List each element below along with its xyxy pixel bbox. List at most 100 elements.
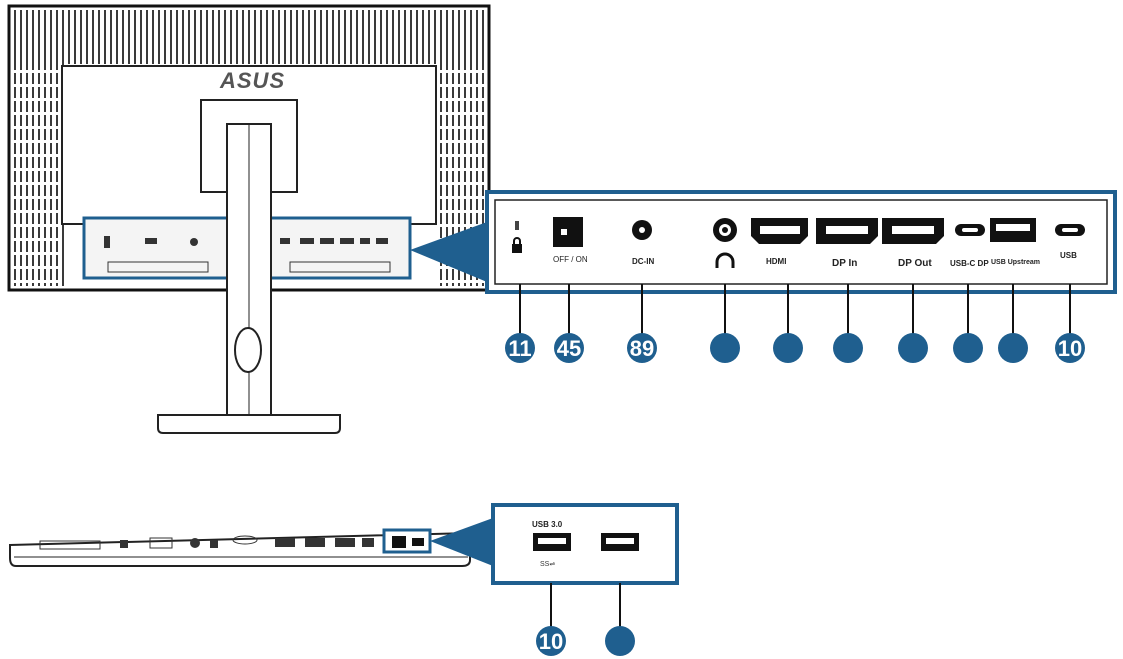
vent-gap — [14, 126, 60, 129]
vent-gap — [14, 196, 60, 199]
callout-bubble-power — [554, 333, 584, 363]
vent-slot — [146, 10, 148, 64]
vent-slot — [446, 10, 448, 286]
vent-slot — [134, 10, 136, 64]
vent-slot — [404, 10, 406, 64]
vent-slot — [428, 10, 430, 64]
vent-slot — [50, 10, 52, 286]
callout-bubble-lock — [505, 333, 535, 363]
vent-slot — [44, 10, 46, 286]
vent-gap — [14, 112, 60, 115]
vent-slot — [434, 10, 436, 64]
vent-slot — [200, 10, 202, 64]
vent-slot — [104, 10, 106, 64]
vent-slot — [182, 10, 184, 64]
earphone-jack-port — [713, 218, 737, 268]
vent-slot — [410, 10, 412, 64]
vent-slot — [458, 10, 460, 286]
vent-slot — [386, 10, 388, 64]
vent-slot — [350, 10, 352, 64]
callout-bubble-dp-in — [833, 333, 863, 363]
vent-slot — [326, 10, 328, 64]
vent-gap — [14, 280, 60, 283]
dc-in-port: DC-IN — [632, 220, 654, 266]
vent-slot — [368, 10, 370, 64]
vent-slot — [392, 10, 394, 64]
back-port-glyphs — [104, 236, 391, 273]
callout-bubble-dp-out — [898, 333, 928, 363]
vent-gap — [438, 182, 486, 185]
usb-type-c-label: USB-C DP — [950, 259, 989, 268]
vent-slot — [206, 10, 208, 64]
vent-gap — [14, 238, 60, 241]
vent-slot — [56, 10, 58, 286]
callout-number-dc-in: 89 — [630, 336, 654, 361]
vent-slot — [470, 10, 472, 286]
vent-slot — [464, 10, 466, 286]
usb-upstream-port: USB Upstream — [990, 218, 1040, 266]
callout-number-power: 45 — [557, 336, 581, 361]
vent-gap — [438, 224, 486, 227]
vent-gap — [14, 182, 60, 185]
vent-gap — [14, 140, 60, 143]
vent-slot — [26, 10, 28, 286]
monitor-back-view: ASUS — [7, 4, 491, 434]
vent-gap — [14, 70, 60, 73]
vent-gap — [438, 98, 486, 101]
callout-number-usb-c-down: 10 — [1058, 336, 1082, 361]
vent-slot — [68, 10, 70, 64]
vent-slot — [14, 10, 16, 286]
displayport-out-port: DP Out — [882, 218, 944, 269]
callout-bubble-usb-up — [998, 333, 1028, 363]
vent-slot — [380, 10, 382, 64]
vent-gap — [14, 252, 60, 255]
vent-slot — [482, 10, 484, 286]
vent-slot — [290, 10, 292, 64]
usb-upstream-label: USB Upstream — [991, 259, 1040, 266]
usb-c-downstream-label: USB — [1060, 251, 1077, 260]
vent-slot — [332, 10, 334, 64]
hdmi-port: HDMI — [751, 218, 808, 266]
vent-gap — [14, 224, 60, 227]
vent-slot — [362, 10, 364, 64]
vent-slot — [152, 10, 154, 64]
headphone-icon — [715, 252, 735, 268]
vent-slot — [266, 10, 268, 64]
top-callouts: 11 45 89 10 — [505, 284, 1085, 363]
vent-slot — [158, 10, 160, 64]
vent-slot — [356, 10, 358, 64]
vent-slot — [224, 10, 226, 64]
callout-bubble-usb-c-down — [1055, 333, 1085, 363]
brand-logo: ASUS — [219, 68, 285, 93]
vent-slot — [188, 10, 190, 64]
vent-gap — [14, 154, 60, 157]
vent-slot — [440, 10, 442, 286]
vent-slot — [284, 10, 286, 64]
vent-slot — [374, 10, 376, 64]
vent-gap — [438, 196, 486, 199]
vent-slot — [218, 10, 220, 64]
vent-slot — [122, 10, 124, 64]
vent-slot — [308, 10, 310, 64]
callout-bubble-dc-in — [627, 333, 657, 363]
vent-slot — [248, 10, 250, 64]
bottom-callouts: 10 — [536, 583, 635, 656]
vent-slot — [254, 10, 256, 64]
vent-slot — [128, 10, 130, 64]
bottom-port-panel: USB 3.0 SS⇌ — [491, 503, 679, 585]
usb-type-c-port: USB-C DP — [950, 224, 989, 268]
bottom-port-glyphs — [39, 535, 374, 550]
displayport-in-label: DP In — [832, 258, 857, 269]
vent-slot — [176, 10, 178, 64]
vent-gap — [438, 140, 486, 143]
vent-slot — [170, 10, 172, 64]
vent-gap — [14, 266, 60, 269]
callout-arrow-bottom — [430, 518, 493, 566]
vent-slot — [260, 10, 262, 64]
vent-gap — [14, 210, 60, 213]
vent-slot — [236, 10, 238, 64]
dc-in-label: DC-IN — [632, 257, 654, 266]
vent-slot — [98, 10, 100, 64]
vent-slot — [32, 10, 34, 286]
hdmi-label: HDMI — [766, 257, 786, 266]
